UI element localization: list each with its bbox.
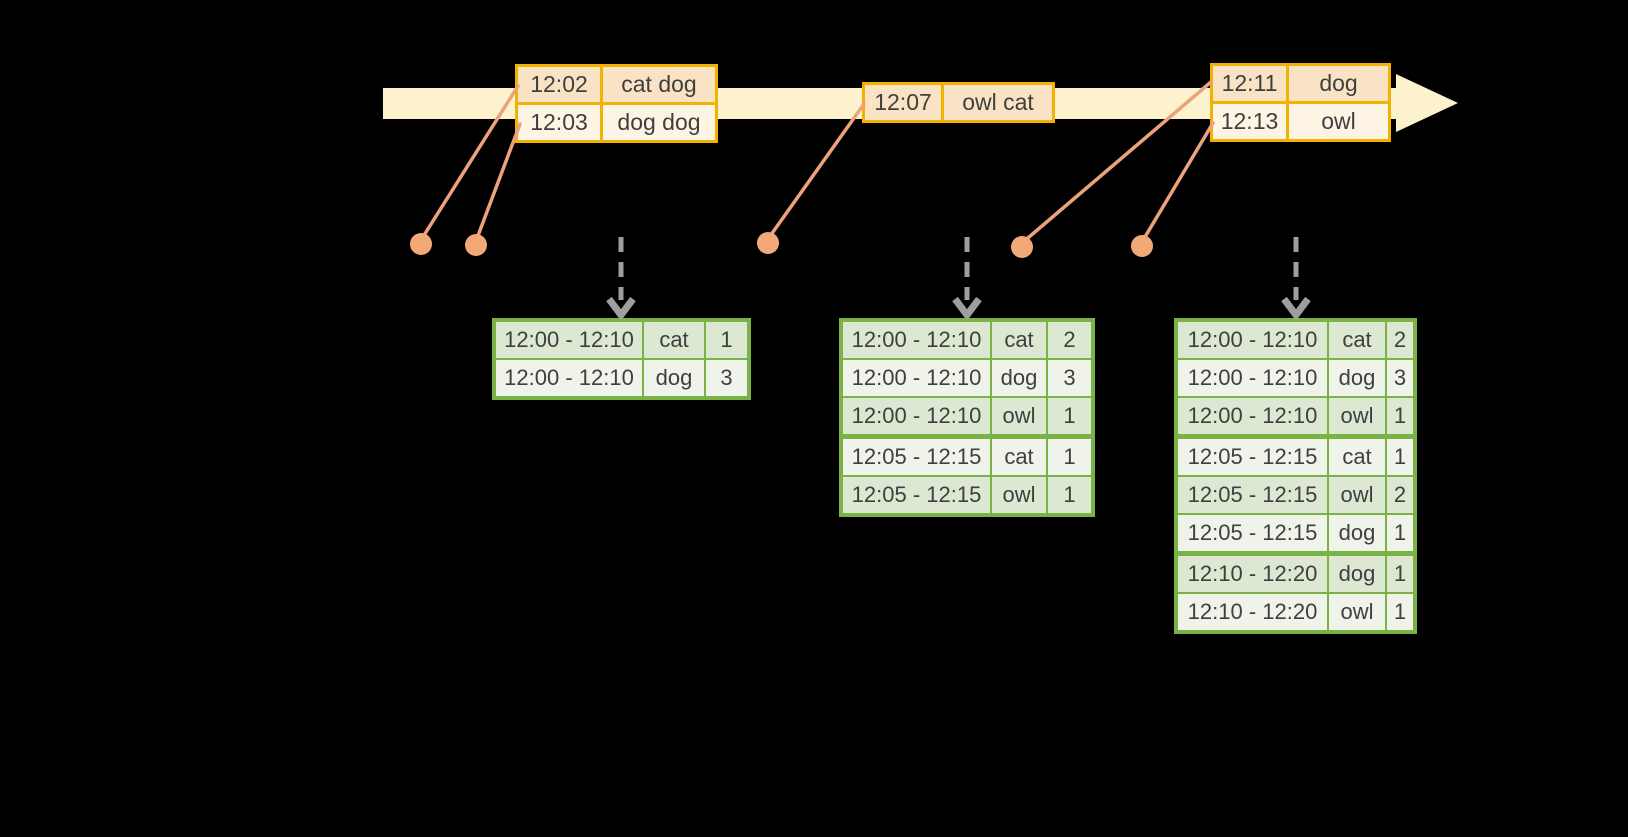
result-table-2: 12:00 - 12:10 cat 2 12:00 - 12:10 dog 3 … [839, 318, 1095, 517]
count-cell: 1 [1387, 515, 1413, 551]
window-cell: 12:00 - 12:10 [1178, 322, 1327, 358]
event-words-cell: cat dog [603, 67, 715, 102]
word-cell: owl [1329, 398, 1385, 434]
result-row: 12:00 - 12:10 owl 1 [843, 398, 1091, 434]
result-row: 12:10 - 12:20 owl 1 [1178, 594, 1413, 630]
count-cell: 2 [1048, 322, 1091, 358]
word-cell: dog [1329, 556, 1385, 592]
result-row: 12:10 - 12:20 dog 1 [1178, 556, 1413, 592]
count-cell: 1 [1048, 477, 1091, 513]
word-cell: owl [1329, 477, 1385, 513]
event-row: 12:07 owl cat [865, 85, 1052, 120]
word-cell: cat [644, 322, 704, 358]
count-cell: 1 [1387, 439, 1413, 475]
event-time-cell: 12:02 [518, 67, 600, 102]
event-words-cell: owl cat [944, 85, 1052, 120]
result-row: 12:05 - 12:15 owl 1 [843, 477, 1091, 513]
count-cell: 2 [1387, 477, 1413, 513]
result-row: 12:00 - 12:10 dog 3 [496, 360, 747, 396]
window-cell: 12:00 - 12:10 [1178, 360, 1327, 396]
window-cell: 12:00 - 12:10 [843, 322, 990, 358]
event-dot-icon [410, 233, 432, 255]
event-words-cell: dog [1289, 66, 1388, 101]
event-dot-icon [465, 234, 487, 256]
word-cell: dog [1329, 515, 1385, 551]
word-cell: dog [1329, 360, 1385, 396]
count-cell: 1 [1387, 556, 1413, 592]
window-cell: 12:00 - 12:10 [843, 398, 990, 434]
event-time-cell: 12:11 [1213, 66, 1286, 101]
connector-line [766, 102, 866, 241]
result-row: 12:00 - 12:10 dog 3 [1178, 360, 1413, 396]
window-cell: 12:10 - 12:20 [1178, 594, 1327, 630]
connector-line [474, 122, 522, 243]
word-cell: owl [992, 477, 1046, 513]
timeline-arrowhead-icon [1396, 74, 1458, 132]
count-cell: 3 [1387, 360, 1413, 396]
event-dot-icon [757, 232, 779, 254]
trigger-down-arrow-icon [1281, 237, 1311, 321]
trigger-down-arrow-icon [952, 237, 982, 321]
window-cell: 12:05 - 12:15 [1178, 515, 1327, 551]
event-time-cell: 12:13 [1213, 104, 1286, 139]
window-cell: 12:00 - 12:10 [496, 322, 642, 358]
word-cell: owl [1329, 594, 1385, 630]
event-dot-icon [1131, 235, 1153, 257]
event-table-1202: 12:02 cat dog 12:03 dog dog [515, 64, 718, 143]
word-cell: dog [992, 360, 1046, 396]
event-table-1211: 12:11 dog 12:13 owl [1210, 63, 1391, 142]
word-cell: owl [992, 398, 1046, 434]
connector-line [1140, 121, 1215, 244]
result-row: 12:05 - 12:15 cat 1 [843, 439, 1091, 475]
result-row: 12:05 - 12:15 dog 1 [1178, 515, 1413, 551]
trigger-down-arrow-icon [606, 237, 636, 321]
window-cell: 12:00 - 12:10 [843, 360, 990, 396]
count-cell: 1 [1387, 594, 1413, 630]
event-row: 12:13 owl [1213, 104, 1388, 139]
result-row: 12:05 - 12:15 owl 2 [1178, 477, 1413, 513]
event-words-cell: owl [1289, 104, 1388, 139]
event-table-1207: 12:07 owl cat [862, 82, 1055, 123]
result-table-1: 12:00 - 12:10 cat 1 12:00 - 12:10 dog 3 [492, 318, 751, 400]
result-row: 12:00 - 12:10 cat 2 [1178, 322, 1413, 358]
word-cell: cat [1329, 322, 1385, 358]
event-time-cell: 12:07 [865, 85, 941, 120]
event-words-cell: dog dog [603, 105, 715, 140]
count-cell: 1 [706, 322, 747, 358]
event-dots [410, 232, 1153, 258]
window-cell: 12:05 - 12:15 [1178, 439, 1327, 475]
result-row: 12:00 - 12:10 cat 1 [496, 322, 747, 358]
event-dot-icon [1011, 236, 1033, 258]
event-row: 12:11 dog [1213, 66, 1388, 101]
result-table-3: 12:00 - 12:10 cat 2 12:00 - 12:10 dog 3 … [1174, 318, 1417, 634]
event-time-cell: 12:03 [518, 105, 600, 140]
window-cell: 12:05 - 12:15 [1178, 477, 1327, 513]
window-cell: 12:00 - 12:10 [496, 360, 642, 396]
result-row: 12:00 - 12:10 dog 3 [843, 360, 1091, 396]
word-cell: cat [992, 439, 1046, 475]
window-cell: 12:05 - 12:15 [843, 439, 990, 475]
result-row: 12:00 - 12:10 owl 1 [1178, 398, 1413, 434]
count-cell: 1 [1048, 398, 1091, 434]
event-row: 12:03 dog dog [518, 105, 715, 140]
word-cell: dog [644, 360, 704, 396]
word-cell: cat [1329, 439, 1385, 475]
window-cell: 12:10 - 12:20 [1178, 556, 1327, 592]
count-cell: 1 [1048, 439, 1091, 475]
result-row: 12:00 - 12:10 cat 2 [843, 322, 1091, 358]
window-cell: 12:05 - 12:15 [843, 477, 990, 513]
count-cell: 1 [1387, 398, 1413, 434]
event-row: 12:02 cat dog [518, 67, 715, 102]
word-cell: cat [992, 322, 1046, 358]
count-cell: 3 [1048, 360, 1091, 396]
count-cell: 2 [1387, 322, 1413, 358]
window-cell: 12:00 - 12:10 [1178, 398, 1327, 434]
trigger-arrows [606, 237, 1311, 321]
count-cell: 3 [706, 360, 747, 396]
result-row: 12:05 - 12:15 cat 1 [1178, 439, 1413, 475]
